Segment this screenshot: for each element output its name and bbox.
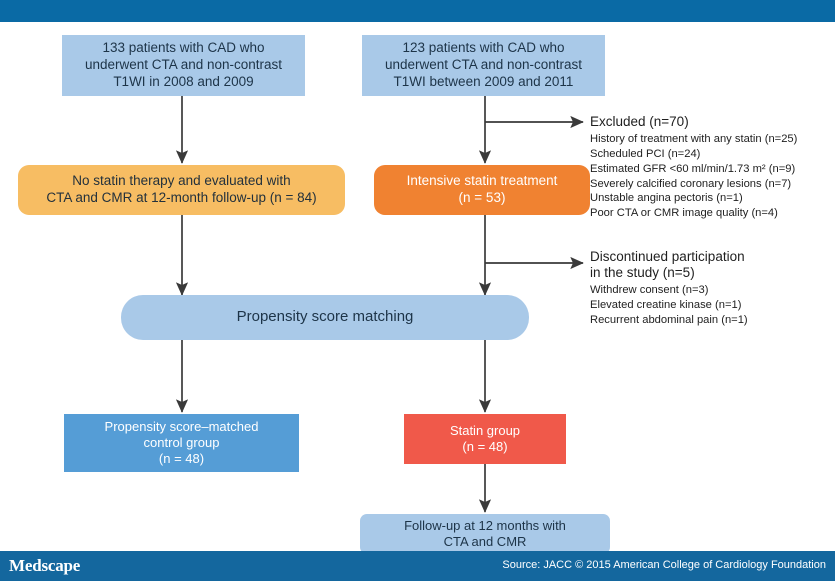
- node-cohort-right-label: 123 patients with CAD who underwent CTA …: [384, 40, 583, 89]
- node-no-statin-therapy: No statin therapy and evaluated with CTA…: [18, 165, 345, 215]
- annotation-discontinued-list: Withdrew consent (n=3) Elevated creatine…: [590, 283, 748, 328]
- node-intensive-statin-label: Intensive statin treatment (n = 53): [406, 173, 558, 205]
- node-statin-group-label: Statin group (n = 48): [449, 422, 521, 454]
- list-item: History of treatment with any statin (n=…: [590, 132, 798, 145]
- list-item: Elevated creatine kinase (n=1): [590, 298, 742, 311]
- annotation-excluded-title: Excluded (n=70): [590, 114, 689, 129]
- list-item: Severely calcified coronary lesions (n=7…: [590, 177, 792, 190]
- list-item: Unstable angina pectoris (n=1): [590, 192, 743, 205]
- medscape-logo: Medscape: [9, 556, 81, 575]
- node-cohort-left: 133 patients with CAD who underwent CTA …: [62, 35, 305, 96]
- annotation-excluded: Excluded (n=70) History of treatment wit…: [590, 114, 797, 221]
- top-color-bar: [0, 0, 835, 22]
- list-item: Recurrent abdominal pain (n=1): [590, 313, 748, 326]
- node-propensity-label: Propensity score matching: [236, 308, 414, 326]
- node-cohort-left-label: 133 patients with CAD who underwent CTA …: [84, 40, 283, 89]
- node-control-group: Propensity score–matched control group (…: [64, 414, 299, 472]
- list-item: Withdrew consent (n=3): [590, 283, 709, 296]
- node-statin-group: Statin group (n = 48): [404, 414, 566, 464]
- node-followup: Follow-up at 12 months with CTA and CMR: [360, 514, 610, 554]
- footer-bar: Medscape Source: JACC © 2015 American Co…: [0, 551, 835, 581]
- annotation-excluded-list: History of treatment with any statin (n=…: [590, 132, 797, 221]
- node-followup-label: Follow-up at 12 months with CTA and CMR: [404, 517, 566, 549]
- list-item: Poor CTA or CMR image quality (n=4): [590, 207, 778, 220]
- node-no-statin-label: No statin therapy and evaluated with CTA…: [46, 173, 317, 205]
- node-propensity-score-matching: Propensity score matching: [121, 295, 529, 340]
- annotation-discontinued-title: Discontinued participation in the study …: [590, 249, 745, 280]
- node-cohort-right: 123 patients with CAD who underwent CTA …: [362, 35, 605, 96]
- source-attribution: Source: JACC © 2015 American College of …: [502, 559, 826, 571]
- node-intensive-statin: Intensive statin treatment (n = 53): [374, 165, 590, 215]
- node-control-group-label: Propensity score–matched control group (…: [104, 418, 259, 467]
- annotation-discontinued: Discontinued participation in the study …: [590, 249, 748, 328]
- list-item: Scheduled PCI (n=24): [590, 147, 701, 160]
- list-item: Estimated GFR <60 ml/min/1.73 m² (n=9): [590, 162, 796, 175]
